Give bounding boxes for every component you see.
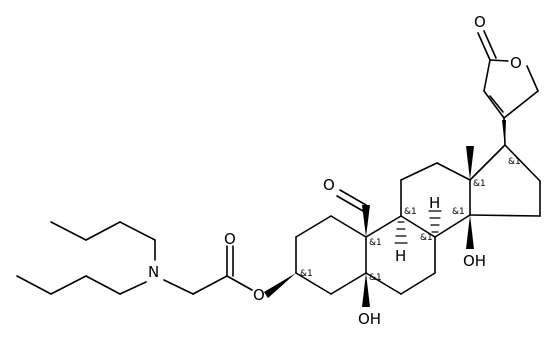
wedge-c3-o [264, 273, 296, 298]
stereo-c14: &1 [452, 207, 465, 217]
stereo-c3: &1 [300, 269, 313, 279]
atom-o-aldehyde: O [323, 176, 335, 194]
stereo-c10: &1 [369, 238, 382, 248]
bond-c9-c8 [400, 215, 436, 238]
bond-c5-c6 [365, 272, 402, 295]
stereo-c17: &1 [508, 157, 521, 167]
bond-ccarbonyl-ch2 [192, 275, 228, 295]
bond-c23-c22 [483, 59, 491, 92]
bond-cho-carbon-o-2 [336, 195, 364, 212]
wedge-c14-oh [466, 215, 474, 249]
bond-c12-c11 [400, 162, 438, 181]
hash-c9-h [394, 221, 408, 244]
stereo-c13: &1 [473, 179, 486, 189]
bond-c15-c14 [469, 214, 541, 217]
butenolide-ring [477, 30, 539, 119]
bond-c6-c7 [400, 272, 436, 295]
bond-cho-carbon-o [339, 189, 367, 206]
bond-c23-o-carbonyl-a [477, 32, 491, 61]
bond-c4-c5 [330, 272, 367, 295]
stereo-c8: &1 [420, 233, 433, 243]
ring-a [295, 215, 367, 295]
bond-c9-c10 [365, 215, 402, 238]
bond-c22-c20-inner [489, 95, 504, 113]
hash-c8-h [428, 210, 442, 233]
atom-o-lactone-carbonyl: O [474, 13, 486, 31]
wedge-c10-cho [362, 205, 370, 237]
bond-c13-c17 [469, 144, 506, 181]
atom-oh-5: OH [358, 310, 381, 328]
ring-c [400, 162, 471, 238]
bond-o-ccarbonyl [226, 275, 253, 291]
atom-n: N [148, 263, 159, 281]
atom-o-ester-carbonyl: O [224, 230, 236, 248]
atom-o-ester: O [253, 286, 265, 304]
ring-d [469, 144, 541, 217]
ester-chain [163, 245, 253, 295]
atom-oh-14: OH [463, 252, 486, 270]
bond-c22-c20 [483, 90, 505, 119]
bond-c17-c16 [504, 144, 541, 182]
stereo-c5: &1 [369, 273, 382, 283]
bond-c8-c14 [434, 214, 471, 238]
bond-c1-c2 [295, 215, 332, 238]
wedge-c13-methyl [466, 146, 474, 180]
atom-h-9: H [395, 247, 406, 265]
bond-c10-c1 [330, 215, 367, 238]
stereo-c9: &1 [404, 207, 417, 217]
bond-c20-c21 [503, 90, 539, 119]
atom-h-8: H [429, 194, 440, 212]
bond-c21-o [526, 65, 539, 92]
bond-c23-o-carbonyl-b [483, 30, 497, 59]
bond-o-c23 [489, 59, 509, 62]
bond-c3-c4 [295, 272, 332, 295]
ring-b [365, 215, 436, 295]
bond-c13-c12 [436, 162, 471, 181]
bond-ch2-n [163, 279, 194, 295]
butyl-upper [50, 221, 156, 261]
wedge-c17-c20 [502, 120, 506, 147]
wedge-c5-oh [362, 273, 370, 307]
atom-o-lactone-ring: O [510, 54, 522, 72]
butyl-lower [16, 275, 147, 295]
